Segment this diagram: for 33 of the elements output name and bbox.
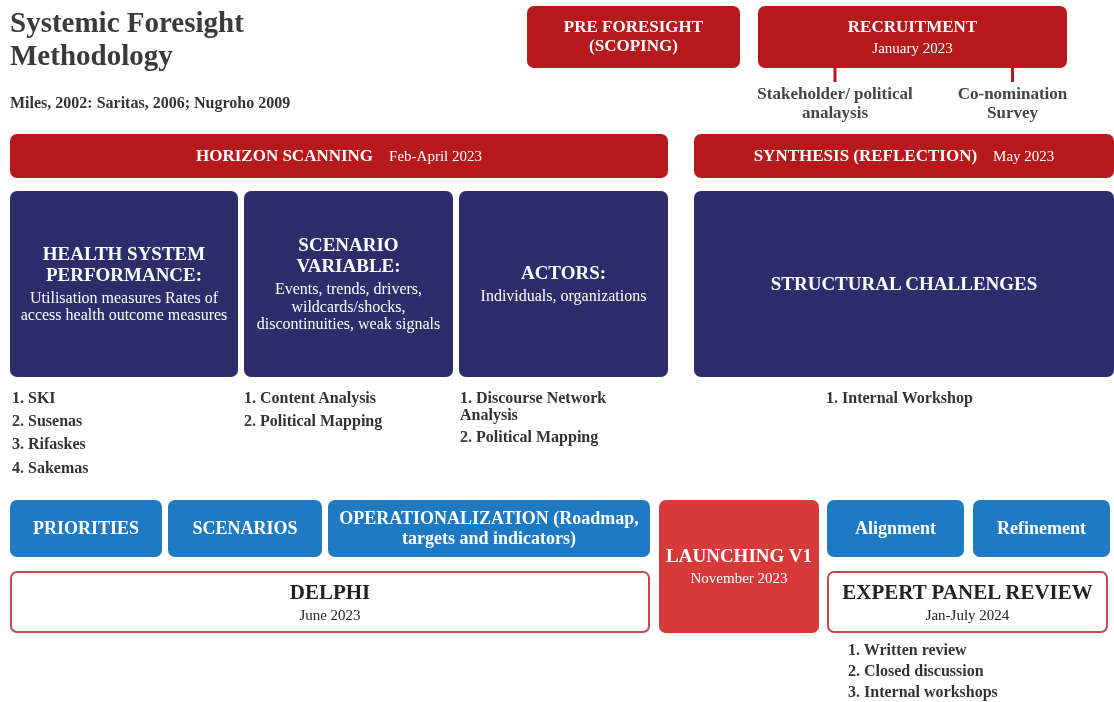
phase-band: HORIZON SCANNING Feb-April 2023: [10, 134, 668, 178]
list-item: 3. Internal workshops: [848, 684, 998, 701]
topic-box: HEALTH SYSTEM PERFORMANCE: Utilisation measures Rates of access health outcome measures: [10, 191, 238, 377]
step-box: PRIORITIES: [10, 500, 162, 557]
phase-band: SYNTHESIS (REFLECTION) May 2023: [694, 134, 1114, 178]
step-box: Alignment: [827, 500, 964, 557]
citation-text: Miles, 2002: Saritas, 2006; Nugroho 2009: [10, 95, 291, 112]
list-item: 4. Sakemas: [12, 460, 89, 477]
step-box: SCENARIOS: [168, 500, 322, 557]
step-box: Refinement: [973, 500, 1110, 557]
diagram-title: Systemic Foresight Methodology: [10, 6, 245, 73]
list-item: 1. SKI: [12, 390, 56, 407]
connector-line: [1011, 68, 1014, 82]
topic-box: SCENARIO VARIABLE: Events, trends, drivers, wildcards/shocks, discontinuities, weak signals: [244, 191, 453, 377]
connector-line: [833, 68, 837, 82]
list-item: 2. Susenas: [12, 413, 83, 430]
step-box: OPERATIONALIZATION (Roadmap, targets and indicators): [328, 500, 650, 557]
topic-box: STRUCTURAL CHALLENGES: [694, 191, 1114, 377]
stage-box: RECRUITMENT January 2023: [758, 6, 1067, 68]
list-item: 2. Political Mapping: [460, 429, 599, 446]
list-item: 3. Rifaskes: [12, 436, 86, 453]
method-text: Co-nomination Survey: [935, 82, 1090, 126]
method-text: Stakeholder/ political analaysis: [755, 82, 915, 126]
stage-box: PRE FORESIGHT (SCOPING): [527, 6, 740, 68]
list-item: 1. Content Analysis: [244, 390, 377, 407]
method-box: EXPERT PANEL REVIEW Jan-July 2024: [827, 571, 1108, 633]
list-item: 1. Written review: [848, 642, 967, 659]
list-item: 2. Political Mapping: [244, 413, 383, 430]
method-box: DELPHI June 2023: [10, 571, 650, 633]
launch-box: LAUNCHING V1 November 2023: [659, 500, 819, 633]
list-item: 2. Closed discussion: [848, 663, 984, 680]
topic-box: ACTORS: Individuals, organizations: [459, 191, 668, 377]
list-item: 1. Discourse Network Analysis: [460, 390, 608, 424]
